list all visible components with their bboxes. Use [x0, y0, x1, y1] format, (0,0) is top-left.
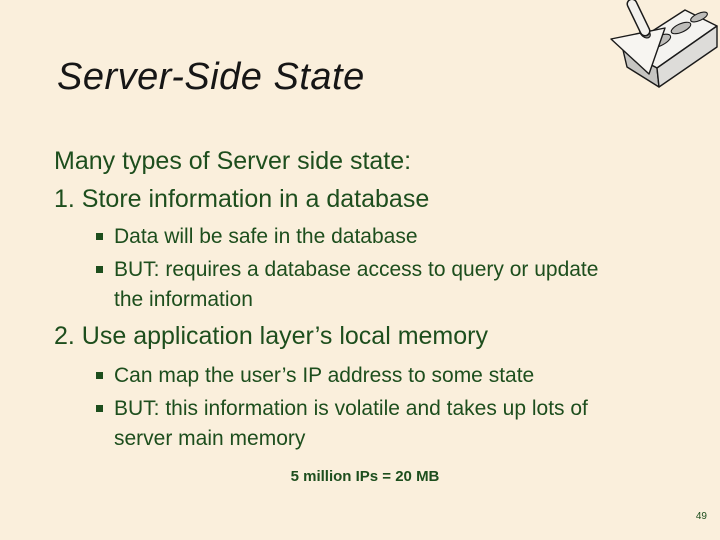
brick-and-trowel-icon [610, 0, 718, 88]
bullet-list-2: Can map the user’s IP address to some st… [96, 361, 686, 454]
numbered-item-1-heading: 1. Store information in a database [54, 185, 430, 213]
bullet-line: the information [114, 288, 253, 311]
bullet-line: Data will be safe in the database [114, 225, 418, 248]
bullet-line: BUT: requires a database access to query… [114, 258, 599, 281]
numbered-item-2-heading: 2. Use application layer’s local memory [54, 322, 488, 350]
note-text: 5 million IPs = 20 MB [290, 468, 440, 485]
list-item: BUT: requires a database access to query… [96, 255, 686, 315]
intro-line: Many types of Server side state: [54, 147, 412, 175]
slide-title: Server-Side State [57, 56, 365, 98]
bullet-text: BUT: this information is volatile and ta… [114, 394, 588, 454]
square-bullet-icon [96, 233, 103, 240]
bullet-list-1: Data will be safe in the database BUT: r… [96, 222, 686, 315]
square-bullet-icon [96, 266, 103, 273]
square-bullet-icon [96, 405, 103, 412]
list-item: Data will be safe in the database [96, 222, 686, 252]
bullet-line: BUT: this information is volatile and ta… [114, 397, 588, 420]
bullet-text: BUT: requires a database access to query… [114, 255, 598, 315]
page-number: 49 [695, 511, 707, 522]
bullet-line: server main memory [114, 427, 306, 450]
bullet-text: Data will be safe in the database [114, 222, 418, 252]
list-item: Can map the user’s IP address to some st… [96, 361, 686, 391]
bullet-line: Can map the user’s IP address to some st… [114, 364, 535, 387]
square-bullet-icon [96, 372, 103, 379]
list-item: BUT: this information is volatile and ta… [96, 394, 686, 454]
bullet-text: Can map the user’s IP address to some st… [114, 361, 534, 391]
